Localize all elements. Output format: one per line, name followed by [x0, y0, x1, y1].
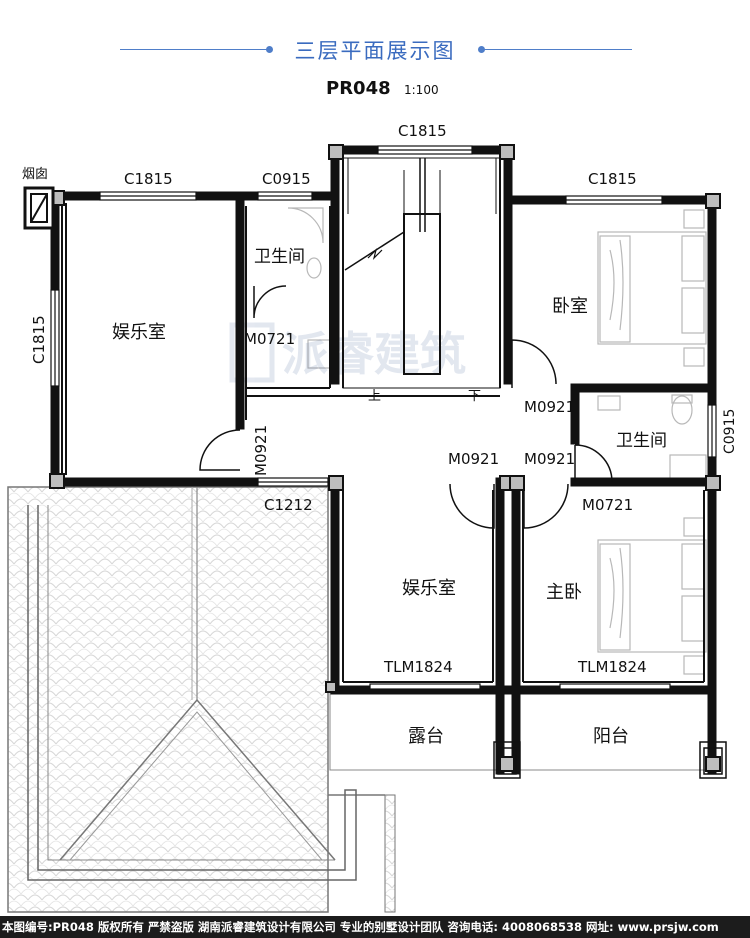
columns [49, 144, 721, 772]
plan-code: PR048 [326, 78, 391, 99]
window-label-left-side: C1815 [30, 315, 48, 364]
room-master-bedroom: 主卧 [546, 582, 582, 603]
door-label-slide-ent: TLM1824 [383, 658, 453, 676]
chimney-label: 烟囱 [22, 167, 48, 182]
window-label-top-bedroom: C1815 [588, 170, 637, 188]
room-bathroom-top: 卫生间 [254, 247, 305, 267]
svg-text:派睿建筑: 派睿建筑 [282, 327, 466, 381]
door-label-ent-left: M0921 [252, 425, 270, 476]
floor-plan: 派睿建筑 [7, 122, 738, 913]
door-label-bath-right: M0721 [582, 496, 633, 514]
room-terrace: 露台 [408, 726, 444, 747]
wall-inner-lines [61, 158, 705, 683]
room-entertainment-bottom: 娱乐室 [402, 578, 456, 599]
door-label-bath-top: M0721 [244, 330, 295, 348]
title-dot-right [478, 46, 485, 53]
stair-up-label: 上 [368, 389, 381, 404]
footer-text: 本图编号:PR048 版权所有 严禁盗版 湖南派睿建筑设计有限公司 专业的别墅设… [2, 920, 719, 934]
stair-down-label: 下 [468, 389, 481, 404]
door-label-master: M0921 [524, 450, 575, 468]
chimney: 烟囱 [22, 167, 55, 230]
room-balcony: 阳台 [593, 726, 629, 747]
doors [199, 285, 613, 529]
window-label-bottom-hall: C1212 [264, 496, 313, 514]
footer-bar: 本图编号:PR048 版权所有 严禁盗版 湖南派睿建筑设计有限公司 专业的别墅设… [0, 916, 750, 938]
room-entertainment-left: 娱乐室 [112, 322, 166, 343]
watermark: 派睿建筑 [229, 322, 466, 383]
window-label-top-stair: C1815 [398, 122, 447, 140]
windows [50, 145, 717, 690]
door-label-bedroom: M0921 [524, 398, 575, 416]
lower-roof [7, 486, 396, 913]
page-title: 三层平面展示图 [294, 39, 456, 63]
title-rule-left [120, 49, 268, 50]
room-bathroom-right: 卫生间 [616, 431, 667, 451]
door-label-ent-bottom: M0921 [448, 450, 499, 468]
staircase [342, 157, 501, 389]
window-label-top-bath: C0915 [262, 170, 311, 188]
title-dot-left [266, 46, 273, 53]
room-bedroom: 卧室 [552, 296, 588, 317]
window-label-top-left: C1815 [124, 170, 173, 188]
balcony-post-bases [493, 741, 727, 779]
furniture [287, 207, 707, 675]
door-label-slide-master: TLM1824 [577, 658, 647, 676]
title-rule-right [484, 49, 632, 50]
window-label-right-bath: C0915 [722, 409, 738, 454]
header: 三层平面展示图 PR048 1:100 [0, 0, 750, 110]
scale-label: 1:100 [404, 83, 439, 97]
